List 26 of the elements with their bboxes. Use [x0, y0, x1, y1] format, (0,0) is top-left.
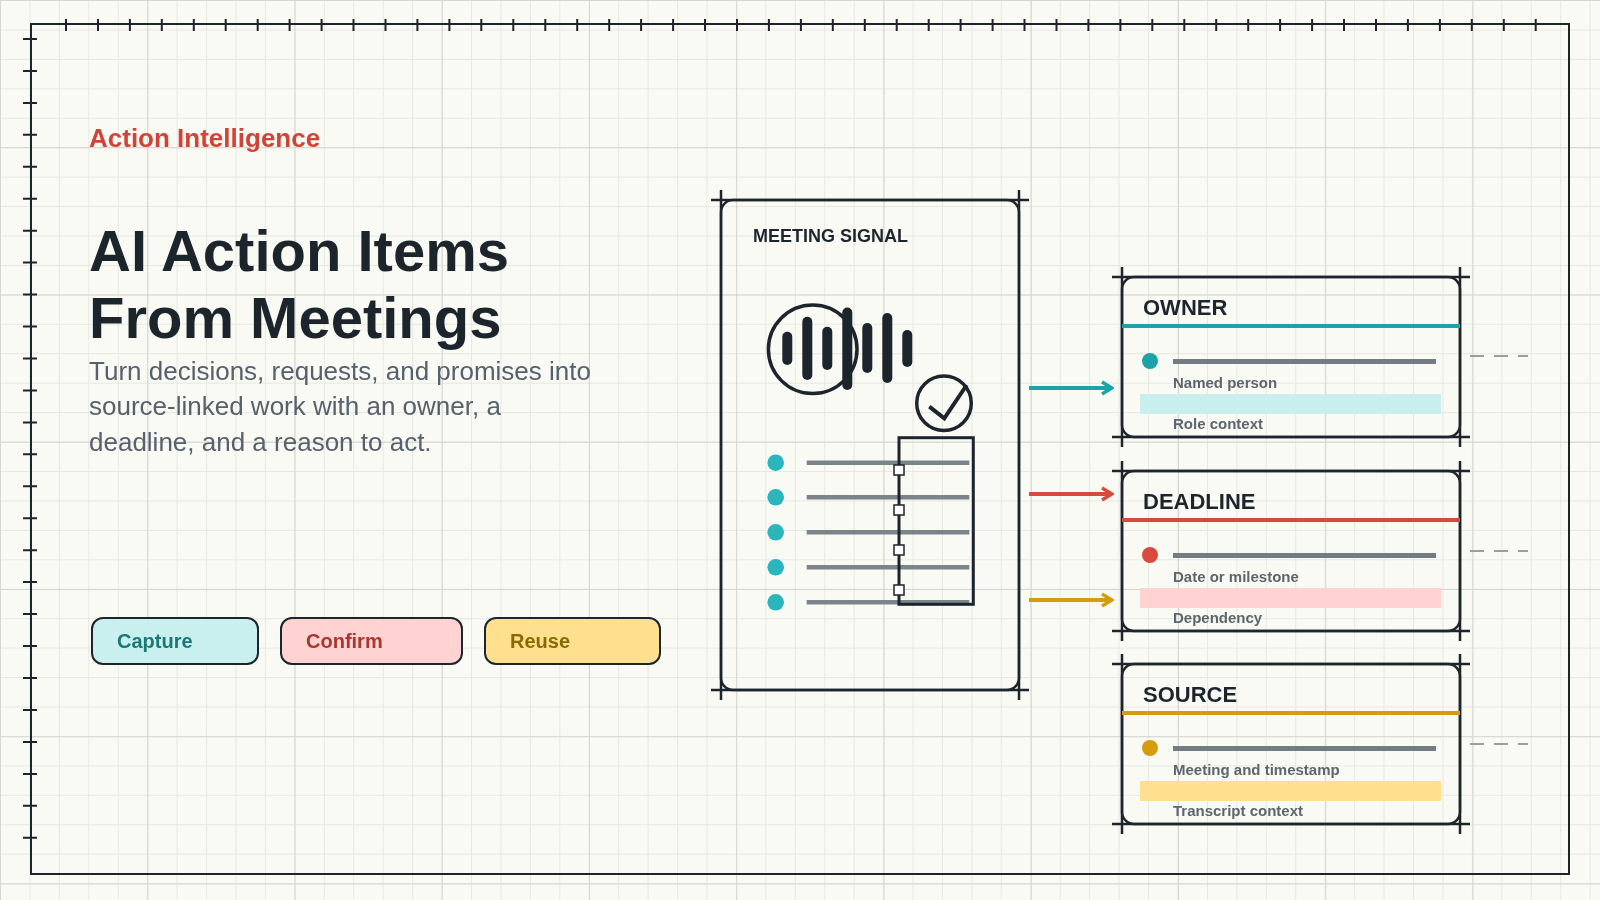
field-card: [1112, 461, 1470, 641]
field-label: Transcript context: [1173, 802, 1304, 820]
signal-panel: [711, 190, 1029, 700]
field-label: Meeting and timestamp: [1173, 761, 1340, 779]
category-tag: Confirm: [280, 617, 463, 665]
field-card: [1112, 654, 1470, 834]
card-title: DEADLINE: [1143, 489, 1256, 515]
panel-title: MEETING SIGNAL: [753, 225, 908, 247]
subtitle-text: Turn decisions, requests, and promises into source-linked work with an owner, a deadline, and a reason to act.: [89, 355, 592, 459]
dashed-connector: [1469, 355, 1529, 357]
card-title: SOURCE: [1143, 682, 1238, 708]
heading: AI Action Items From Meetings: [89, 217, 511, 351]
arrow: [1029, 486, 1114, 502]
field-card: [1112, 267, 1470, 447]
category-tag: Reuse: [484, 617, 661, 665]
dashed-connector: [1469, 743, 1529, 745]
field-label: Named person: [1173, 374, 1278, 392]
eyebrow-text: Action Intelligence: [89, 123, 322, 154]
card-title: OWNER: [1143, 295, 1228, 321]
category-tag: Capture: [91, 617, 259, 665]
field-label: Role context: [1173, 415, 1263, 433]
arrow: [1029, 380, 1114, 396]
field-label: Date or milestone: [1173, 568, 1299, 586]
dashed-connector: [1469, 550, 1529, 552]
field-label: Dependency: [1173, 609, 1263, 627]
arrow: [1029, 592, 1114, 608]
